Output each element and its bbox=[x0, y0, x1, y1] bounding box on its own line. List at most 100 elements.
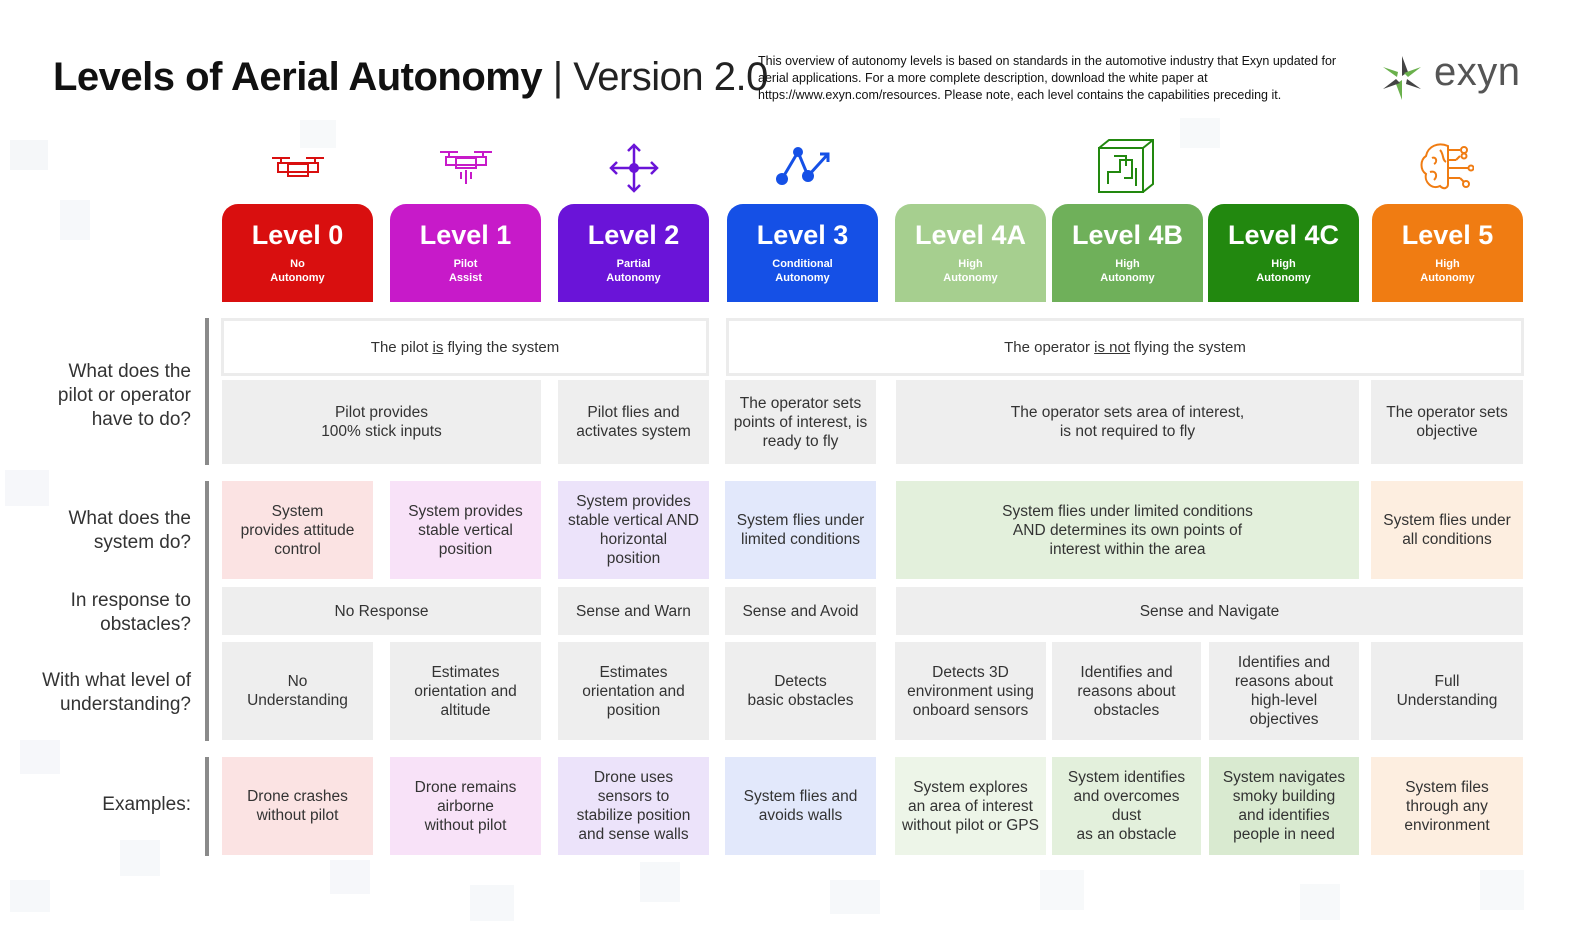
level-name: Level 4C bbox=[1227, 220, 1340, 250]
level-subtitle: Pilot Assist bbox=[448, 258, 483, 284]
example-cell: System navigates smoky building and iden… bbox=[1209, 757, 1359, 855]
title-version: Version 2.0 bbox=[573, 55, 768, 99]
bg-square bbox=[60, 200, 90, 240]
bg-square bbox=[1480, 870, 1524, 910]
banner-text: The pilot is flying the system bbox=[371, 338, 559, 357]
understanding-cell: Identifies and reasons about obstacles bbox=[1052, 642, 1201, 740]
waypoints-icon bbox=[776, 147, 830, 185]
level-3-header: Level 3 Conditional Autonomy bbox=[727, 204, 878, 302]
system-cell: System provides stable vertical position bbox=[390, 481, 541, 579]
bg-square bbox=[1040, 870, 1084, 910]
system-cell: System provides attitude control bbox=[222, 481, 373, 579]
understanding-cell: Detects 3D environment using onboard sen… bbox=[895, 642, 1046, 740]
level-0-header: Level 0 No Autonomy bbox=[222, 204, 373, 302]
banner-text-emphasis: is not bbox=[1094, 338, 1131, 356]
level-subtitle: Partial Autonomy bbox=[606, 258, 661, 284]
row-divider-bar bbox=[205, 757, 209, 856]
system-cell: System flies under limited conditions bbox=[725, 481, 876, 579]
example-cell: System files through any environment bbox=[1371, 757, 1523, 855]
question-pilot: What does the pilot or operator have to … bbox=[57, 361, 191, 430]
understanding-cell: Full Understanding bbox=[1371, 642, 1523, 740]
bg-square bbox=[20, 740, 60, 774]
four-way-arrows-icon bbox=[609, 143, 659, 193]
banner-text-post: flying the system bbox=[443, 338, 560, 356]
pilot-flying-banner: The pilot is flying the system bbox=[221, 318, 709, 376]
drone-icon bbox=[272, 157, 324, 177]
example-cell: System identifies and overcomes dust as … bbox=[1052, 757, 1201, 855]
bg-square bbox=[1180, 118, 1220, 148]
pilot-cell: The operator sets points of interest, is… bbox=[725, 380, 876, 464]
obstacle-cell: Sense and Warn bbox=[558, 587, 709, 635]
bg-square bbox=[5, 470, 49, 506]
title-main: Levels of Aerial Autonomy bbox=[53, 55, 543, 99]
level-name: Level 0 bbox=[251, 220, 344, 250]
level-name: Level 5 bbox=[1401, 220, 1494, 250]
level-subtitle: High Autonomy bbox=[943, 258, 998, 284]
banner-text-emphasis: is bbox=[432, 338, 444, 356]
system-cell: System flies under limited conditions AN… bbox=[896, 481, 1359, 579]
level-name: Level 3 bbox=[756, 220, 849, 250]
level-name: Level 2 bbox=[587, 220, 680, 250]
level-4b-header: Level 4B High Autonomy bbox=[1052, 204, 1203, 302]
level-subtitle: Conditional Autonomy bbox=[772, 258, 833, 284]
understanding-cell: Estimates orientation and altitude bbox=[390, 642, 541, 740]
level-subtitle: High Autonomy bbox=[1420, 258, 1475, 284]
question-obstacles: In response to obstacles? bbox=[70, 590, 191, 635]
example-cell: System flies and avoids walls bbox=[725, 757, 876, 855]
level-subtitle: High Autonomy bbox=[1100, 258, 1155, 284]
question-system: What does the system do? bbox=[68, 508, 191, 553]
obstacle-cell: Sense and Navigate bbox=[896, 587, 1523, 635]
understanding-cell: No Understanding bbox=[222, 642, 373, 740]
bg-square bbox=[10, 880, 50, 912]
example-cell: Drone uses sensors to stabilize position… bbox=[558, 757, 709, 855]
pilot-cell: Pilot provides 100% stick inputs bbox=[222, 380, 541, 464]
banner-text: The operator is not flying the system bbox=[1004, 338, 1246, 357]
page-title: Levels of Aerial Autonomy | Version 2.0 bbox=[53, 55, 768, 100]
level-name: Level 4B bbox=[1071, 220, 1184, 250]
row-divider-bar bbox=[205, 318, 209, 465]
pilot-cell: The operator sets objective bbox=[1371, 380, 1523, 464]
system-cell: System provides stable vertical AND hori… bbox=[558, 481, 709, 579]
example-cell: System explores an area of interest with… bbox=[895, 757, 1046, 855]
title-separator: | bbox=[542, 55, 574, 99]
exyn-logo: exyn bbox=[1378, 50, 1528, 104]
level-2-header: Level 2 Partial Autonomy bbox=[558, 204, 709, 302]
bg-square bbox=[640, 862, 680, 902]
logo-text: exyn bbox=[1434, 50, 1521, 94]
bg-square bbox=[830, 880, 880, 914]
question-understanding: With what level of understanding? bbox=[42, 670, 191, 715]
obstacle-cell: Sense and Avoid bbox=[725, 587, 876, 635]
row-divider-bar bbox=[205, 481, 209, 741]
maze-cube-icon bbox=[1098, 139, 1154, 193]
operator-not-flying-banner: The operator is not flying the system bbox=[726, 318, 1524, 376]
level-5-header: Level 5 High Autonomy bbox=[1372, 204, 1523, 302]
description: This overview of autonomy levels is base… bbox=[758, 54, 1337, 102]
bg-square bbox=[300, 120, 336, 148]
understanding-cell: Detects basic obstacles bbox=[725, 642, 876, 740]
understanding-cell: Estimates orientation and position bbox=[558, 642, 709, 740]
level-name: Level 4A bbox=[914, 220, 1027, 250]
understanding-cell: Identifies and reasons about high-level … bbox=[1209, 642, 1359, 740]
banner-text-pre: The pilot bbox=[370, 338, 433, 356]
question-examples: Examples: bbox=[102, 794, 191, 815]
system-cell: System flies under all conditions bbox=[1371, 481, 1523, 579]
example-cell: Drone crashes without pilot bbox=[222, 757, 373, 855]
bg-square bbox=[1300, 884, 1340, 920]
exyn-logo-mark-icon bbox=[1383, 56, 1421, 100]
level-subtitle: No Autonomy bbox=[270, 258, 325, 284]
banner-text-pre: The operator bbox=[1004, 338, 1095, 356]
bg-square bbox=[120, 840, 160, 876]
level-subtitle: High Autonomy bbox=[1256, 258, 1311, 284]
pilot-cell: Pilot flies and activates system bbox=[558, 380, 709, 464]
bg-square bbox=[10, 140, 48, 170]
obstacle-cell: No Response bbox=[222, 587, 541, 635]
drone-stabilized-icon bbox=[440, 151, 492, 184]
banner-text-post: flying the system bbox=[1130, 338, 1246, 356]
bg-square bbox=[330, 860, 370, 894]
brain-circuit-icon bbox=[1420, 143, 1474, 190]
pilot-cell: The operator sets area of interest, is n… bbox=[896, 380, 1359, 464]
level-4c-header: Level 4C High Autonomy bbox=[1208, 204, 1359, 302]
example-cell: Drone remains airborne without pilot bbox=[390, 757, 541, 855]
level-4a-header: Level 4A High Autonomy bbox=[895, 204, 1046, 302]
